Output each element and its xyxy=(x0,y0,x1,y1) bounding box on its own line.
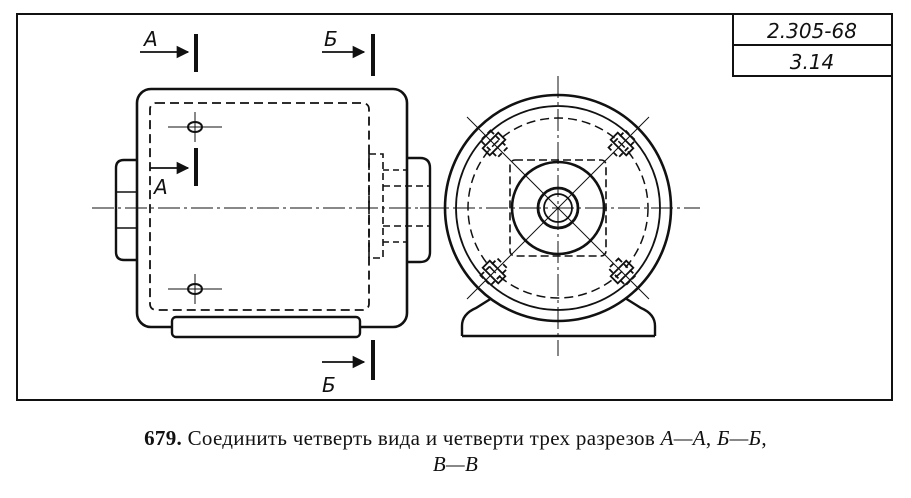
front-view xyxy=(92,87,447,339)
caption-sep: , xyxy=(705,426,717,450)
bolt-lug-top-left xyxy=(479,129,509,159)
caption-line-1: 679. Соединить четверть вида и четверти … xyxy=(0,426,911,451)
caption-text: Соединить четверть вида и четверти трех … xyxy=(182,426,661,450)
cut-mark-a-mid: А xyxy=(150,148,198,199)
cut-mark-a-top: А xyxy=(140,27,198,72)
cut-mark-b-bottom: Б xyxy=(322,340,375,397)
technical-drawing: 2.305-68 3.14 А xyxy=(16,13,893,401)
side-view xyxy=(420,76,700,356)
drawing-frame xyxy=(16,13,893,401)
cut-label-a-top: А xyxy=(142,27,158,51)
caption-cut-bb: Б—Б xyxy=(716,426,762,450)
bolt-lug-bottom-right xyxy=(607,257,637,287)
stamp-code: 2.305-68 xyxy=(767,19,857,43)
caption-cut-vv: В—В xyxy=(432,452,479,476)
cut-label-b-bottom: Б xyxy=(322,373,336,397)
exercise-number: 679. xyxy=(144,426,183,450)
stamp-sheet: 3.14 xyxy=(790,50,835,74)
caption-cut-aa: А—А xyxy=(660,426,706,450)
cut-label-a-mid: А xyxy=(152,175,168,199)
cut-label-b-top: Б xyxy=(324,27,338,51)
stamp-box: 2.305-68 3.14 xyxy=(732,13,893,77)
cut-mark-b-top: Б xyxy=(322,27,375,76)
bolt-lug-bottom-left xyxy=(479,257,509,287)
caption-sep2: , xyxy=(761,426,767,450)
caption-line-2: В—В xyxy=(0,452,911,477)
